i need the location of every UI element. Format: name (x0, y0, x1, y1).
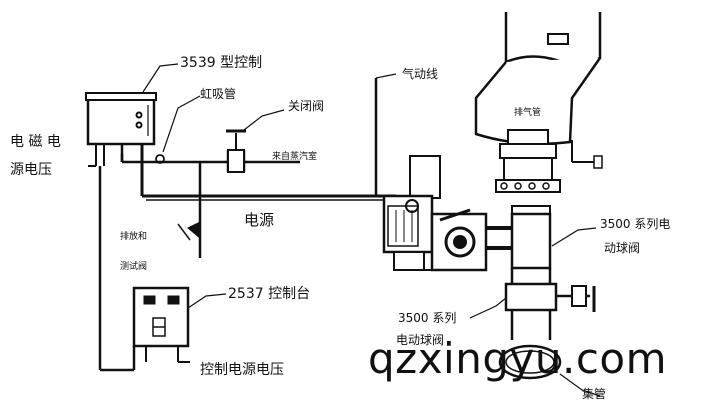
supply-voltage-label-line1: 电 磁 电 (10, 134, 61, 150)
header-pipe-label: 集管 (582, 387, 607, 401)
drain-test-valve (177, 162, 202, 258)
safety-valve (474, 12, 603, 193)
siphon-leader (162, 95, 201, 153)
supply-voltage-wires (88, 144, 105, 167)
controller-3539-label: 3539 型控制 (180, 55, 263, 71)
console-2537-label: 2537 控制台 (228, 286, 311, 302)
drain-valve-label-line1: 排放和 (120, 232, 148, 242)
watermark: qzxingyu.com (368, 334, 668, 383)
supply-voltage-label-line2: 源电压 (10, 162, 52, 178)
upper-valve-leader (551, 227, 597, 247)
vent-pipe-label: 排气管 (514, 108, 542, 118)
console-2537 (132, 286, 190, 363)
upper-valve-label-line2: 动球阀 (604, 241, 641, 255)
controller-console-wire (98, 166, 136, 372)
drain-valve-label-line2: 测试阀 (120, 262, 148, 272)
shutoff-valve-label: 关闭阀 (288, 99, 325, 113)
valve-body-piping (498, 205, 596, 380)
siphon-label: 虹吸管 (200, 87, 237, 101)
shutoff-leader (243, 109, 285, 131)
console-leader (187, 293, 227, 309)
control-voltage-label: 控制电源电压 (200, 362, 284, 378)
actuator-assembly (382, 155, 512, 272)
steam-from-label: 来自蒸汽室 (272, 152, 318, 162)
lower-valve-leader (469, 297, 507, 319)
pneumatic-line-label: 气动线 (402, 67, 439, 81)
lower-valve-label-line2: 电动球阀 (396, 333, 445, 347)
controller-3539 (85, 92, 157, 146)
shutoff-valve (226, 129, 246, 173)
lower-valve-label-line1: 3500 系列 (398, 311, 457, 325)
header-leader (559, 373, 601, 397)
controller-leader (142, 63, 179, 93)
power-line (140, 144, 396, 201)
pneumatic-line (374, 73, 397, 196)
power-label: 电源 (244, 211, 275, 229)
upper-valve-label-line1: 3500 系列电 (600, 217, 671, 231)
